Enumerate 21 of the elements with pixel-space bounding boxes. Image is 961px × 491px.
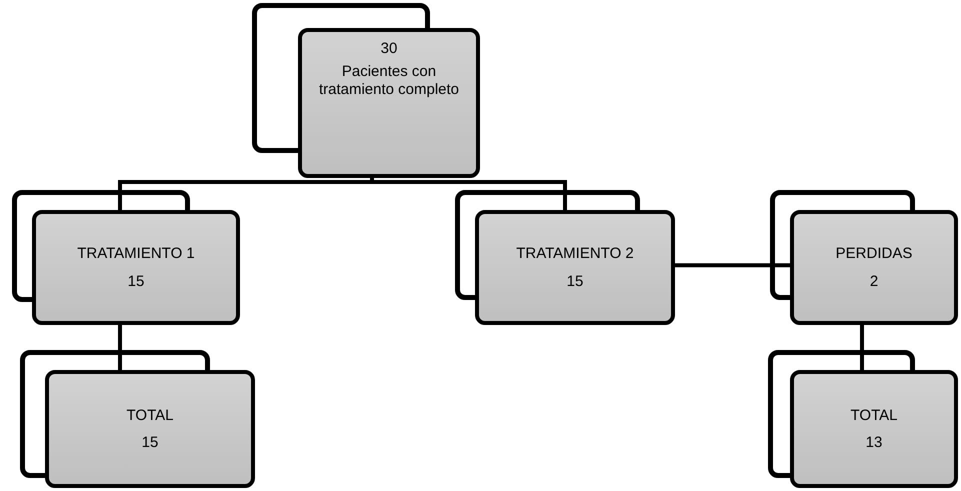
box-text: 15 [128,272,144,290]
process-box [790,210,958,325]
box-text: 2 [870,272,878,290]
box-text: 13 [866,434,882,452]
box-text: Pacientes con tratamiento completo [318,63,460,98]
process-box [32,210,240,325]
box-title: PERDIDAS [836,245,912,262]
box-title: TOTAL [850,406,898,424]
process-box [790,370,958,488]
box-text: 15 [566,272,584,290]
connector-line [118,325,122,370]
process-box [298,28,480,178]
process-box [475,210,675,325]
connector-line [860,325,864,370]
box-title: TRATAMIENTO 1 [77,245,195,262]
box-title: TOTAL [126,406,174,424]
connector-line [675,263,790,268]
box-title: 30 [380,40,398,58]
box-title: TRATAMIENTO 2 [516,245,634,262]
process-box [45,370,255,488]
box-text: 15 [142,434,158,452]
